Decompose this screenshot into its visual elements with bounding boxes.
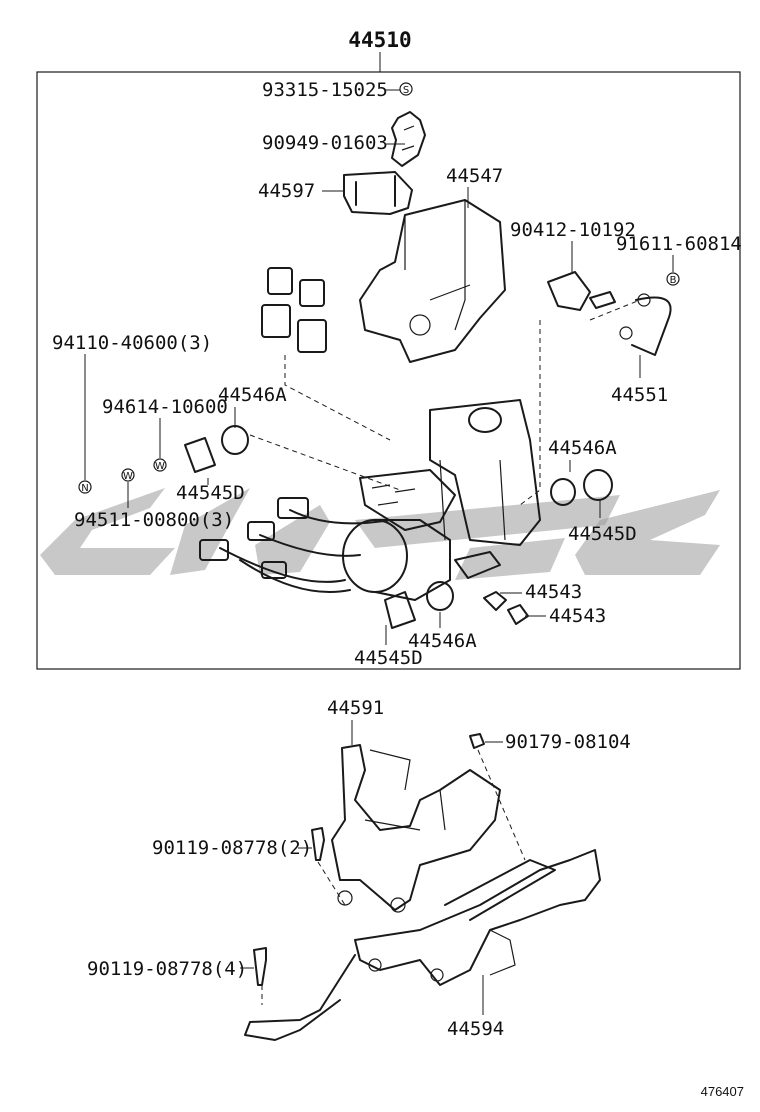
symbol-b-text: B [670,275,677,286]
guide-line-1 [284,355,391,441]
part-label-44547: 44547 [446,165,503,187]
part-label-94110-40600: 94110-40600(3) [52,332,212,354]
part-label-93315-15025: 93315-15025 [262,79,388,101]
bracket-44591-drawing [331,744,501,913]
part-label-90119-08778-a: 90119-08778(2) [152,837,312,859]
watermark-logo [40,488,720,580]
bolt-90119-a-drawing [311,827,325,861]
symbol-w2-icon [121,468,135,482]
part-label-91611-60814: 91611-60814 [616,233,742,255]
part-label-44594: 44594 [447,1018,504,1040]
assembly-number: 44510 [348,28,411,52]
part-label-94614-10600: 94614-10600 [102,396,228,418]
part-label-44545d-left: 44545D [176,482,245,504]
bracket-clip-drawing [391,111,426,167]
reference-number: 476407 [701,1084,744,1099]
bracket-guide-lines [261,749,526,1005]
symbol-s-icon [399,82,413,96]
sensor-pipe-drawing [547,271,672,356]
mounts-drawing [184,425,613,629]
part-label-44546a-left: 44546A [218,384,287,406]
part-label-44546a-bottom: 44546A [408,630,477,652]
part-label-94511-00800: 94511-00800(3) [74,509,234,531]
part-label-44543-b: 44543 [549,605,606,627]
part-label-90179-08104: 90179-08104 [505,731,631,753]
part-label-90119-08778-b: 90119-08778(4) [87,958,247,980]
part-label-44551: 44551 [611,384,668,406]
symbol-s-text: S [403,85,409,96]
part-label-44543-a: 44543 [525,581,582,603]
wiring-harness-drawing [199,497,391,593]
symbol-w-icon [153,458,167,472]
symbol-w2-text: W [123,471,133,482]
guide-line-3 [519,320,541,506]
part-label-44546a-right: 44546A [548,437,617,459]
part-label-44597: 44597 [258,180,315,202]
part-label-44545d-bottom: 44545D [354,647,423,669]
symbol-w-text: W [155,461,165,472]
bracket-44594-drawing [244,849,601,1041]
symbol-n-text: N [81,483,88,494]
cover-44547-drawing [359,199,506,363]
part-label-44545d-right: 44545D [568,523,637,545]
bracket-44597-drawing [343,171,413,215]
bolt-90119-b-drawing [253,947,267,986]
part-label-90412-10192: 90412-10192 [510,219,636,241]
assembly-frame [36,71,741,670]
symbol-b-icon [666,272,680,286]
part-label-90949-01603: 90949-01603 [262,132,388,154]
part-label-44591: 44591 [327,697,384,719]
nut-90179-drawing [469,733,485,749]
guide-line-2 [249,434,401,491]
relays-drawing [261,267,327,353]
symbol-n-icon [78,480,92,494]
